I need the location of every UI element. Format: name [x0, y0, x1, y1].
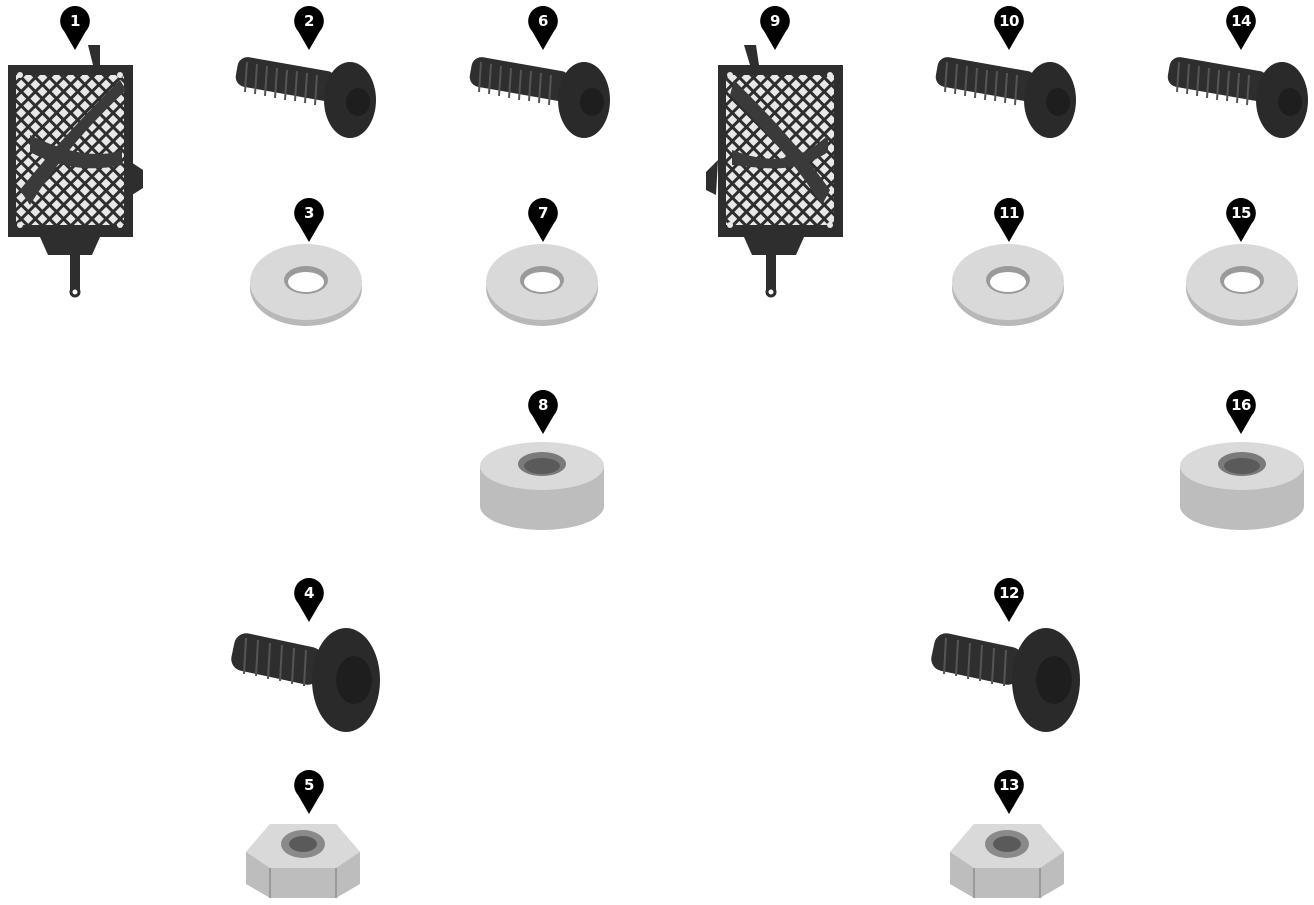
callout-label: 8	[528, 393, 558, 417]
callout-label: 6	[528, 9, 558, 33]
callout-label: 1	[60, 9, 90, 33]
callout-8: 8	[528, 390, 558, 434]
radiator-guard-icon	[0, 40, 150, 300]
callout-3: 3	[294, 198, 324, 242]
callout-label: 16	[1226, 393, 1256, 417]
callout-15: 15	[1226, 198, 1256, 242]
hex-nut-icon	[944, 812, 1070, 902]
short-bolt-icon	[228, 624, 384, 734]
callout-label: 10	[994, 9, 1024, 33]
callout-10: 10	[994, 6, 1024, 50]
callout-label: 12	[994, 581, 1024, 605]
callout-2: 2	[294, 6, 324, 50]
callout-label: 13	[994, 773, 1024, 797]
long-bolt-icon	[466, 50, 616, 140]
callout-label: 7	[528, 201, 558, 225]
spacer-icon	[1176, 436, 1308, 532]
short-bolt-icon	[928, 624, 1084, 734]
callout-label: 9	[760, 9, 790, 33]
washer-icon	[484, 242, 600, 328]
long-bolt-icon	[1164, 50, 1314, 140]
callout-14: 14	[1226, 6, 1256, 50]
callout-label: 2	[294, 9, 324, 33]
long-bolt-icon	[232, 50, 382, 140]
callout-12: 12	[994, 578, 1024, 622]
callout-label: 3	[294, 201, 324, 225]
washer-icon	[950, 242, 1066, 328]
callout-13: 13	[994, 770, 1024, 814]
washer-icon	[248, 242, 364, 328]
long-bolt-icon	[932, 50, 1082, 140]
radiator-guard-icon	[704, 40, 854, 300]
callout-7: 7	[528, 198, 558, 242]
callout-label: 11	[994, 201, 1024, 225]
callout-5: 5	[294, 770, 324, 814]
callout-6: 6	[528, 6, 558, 50]
hex-nut-icon	[240, 812, 366, 902]
callout-label: 4	[294, 581, 324, 605]
washer-icon	[1184, 242, 1300, 328]
callout-label: 15	[1226, 201, 1256, 225]
callout-16: 16	[1226, 390, 1256, 434]
callout-label: 5	[294, 773, 324, 797]
callout-label: 14	[1226, 9, 1256, 33]
callout-4: 4	[294, 578, 324, 622]
spacer-icon	[476, 436, 608, 532]
callout-11: 11	[994, 198, 1024, 242]
